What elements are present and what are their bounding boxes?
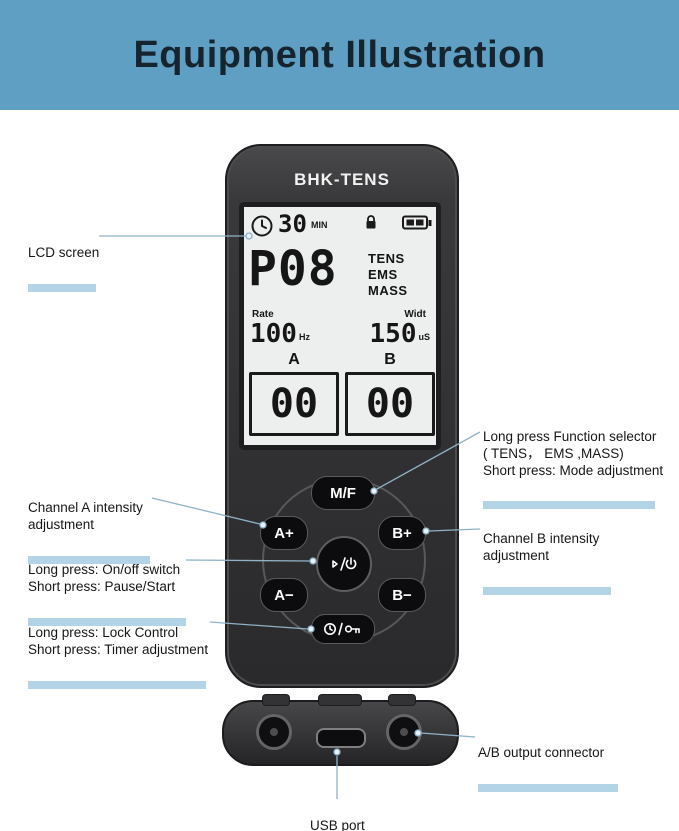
width-unit: uS (418, 332, 430, 342)
output-jack-a (256, 714, 292, 750)
channel-a-minus-button: A− (260, 578, 308, 612)
timer-unit: MIN (311, 220, 328, 230)
channel-b-label: B (384, 351, 396, 368)
callout-text: Channel B intensity adjustment (483, 530, 600, 563)
channel-b-minus-button: B− (378, 578, 426, 612)
device-top-edge-view (222, 694, 459, 766)
channel-a-label: A (288, 351, 300, 368)
callout-text: A/B output connector (478, 744, 605, 760)
callout-underline (28, 617, 186, 626)
callout-text: Long press: On/off switch Short press: P… (28, 561, 181, 594)
timer-lock-button (311, 614, 375, 644)
program-readout: P08 (248, 241, 338, 297)
lock-icon (366, 215, 376, 229)
mode-mass: MASS (368, 283, 408, 298)
rate-label: Rate (252, 309, 274, 320)
clock-key-icon (324, 622, 360, 636)
mode-list: TENS EMS MASS (368, 251, 408, 299)
channel-b-plus-button: B+ (378, 516, 426, 550)
header-banner: Equipment Illustration (0, 0, 679, 110)
callout-text: Long press Function selector ( TENS， EMS… (483, 428, 664, 478)
device-brand: BHK-TENS (294, 170, 390, 189)
channel-b-intensity-readout: 00 (345, 372, 435, 436)
edge-button (262, 694, 290, 706)
callout-text: Long press: Lock Control Short press: Ti… (28, 624, 209, 657)
power-button (316, 536, 372, 592)
callout-lcd-screen: LCD screen (28, 228, 99, 309)
edge-button (388, 694, 416, 706)
tens-device: BHK-TENS 30 MIN P08 TENS EMS M (225, 144, 459, 688)
callout-lock: Long press: Lock Control Short press: Ti… (28, 608, 208, 705)
channel-a-plus-button: A+ (260, 516, 308, 550)
callout-underline (28, 555, 150, 564)
battery-icon (402, 215, 432, 230)
callout-channel-a: Channel A intensity adjustment (28, 483, 150, 580)
callout-function-selector: Long press Function selector ( TENS， EMS… (483, 412, 663, 526)
timer-value: 30 (278, 210, 307, 238)
callout-text: Channel A intensity adjustment (28, 499, 143, 532)
callout-text: USB port (310, 817, 365, 831)
callout-output-connector: A/B output connector (478, 728, 618, 809)
jack-pin (270, 728, 278, 736)
clock-icon (251, 215, 273, 237)
callout-channel-b: Channel B intensity adjustment (483, 514, 611, 611)
callout-usb-port: USB port (310, 801, 368, 831)
callout-underline (478, 783, 618, 792)
callout-text: LCD screen (28, 244, 100, 260)
pause-power-icon (332, 557, 357, 571)
width-label: Widt (404, 309, 426, 320)
channel-a-intensity-readout: 00 (249, 372, 339, 436)
mode-function-button: M/F (311, 476, 375, 510)
callout-underline (483, 501, 655, 510)
mode-ems: EMS (368, 267, 398, 282)
callout-underline (483, 586, 611, 595)
callout-underline (28, 680, 206, 689)
output-jack-b (386, 714, 422, 750)
callout-power: Long press: On/off switch Short press: P… (28, 545, 186, 642)
page-title: Equipment Illustration (133, 33, 546, 76)
jack-pin (400, 728, 408, 736)
mode-tens: TENS (368, 251, 405, 266)
rate-unit: Hz (298, 332, 310, 342)
callout-underline (28, 283, 96, 292)
edge-button (318, 694, 362, 706)
usb-port (315, 728, 366, 748)
